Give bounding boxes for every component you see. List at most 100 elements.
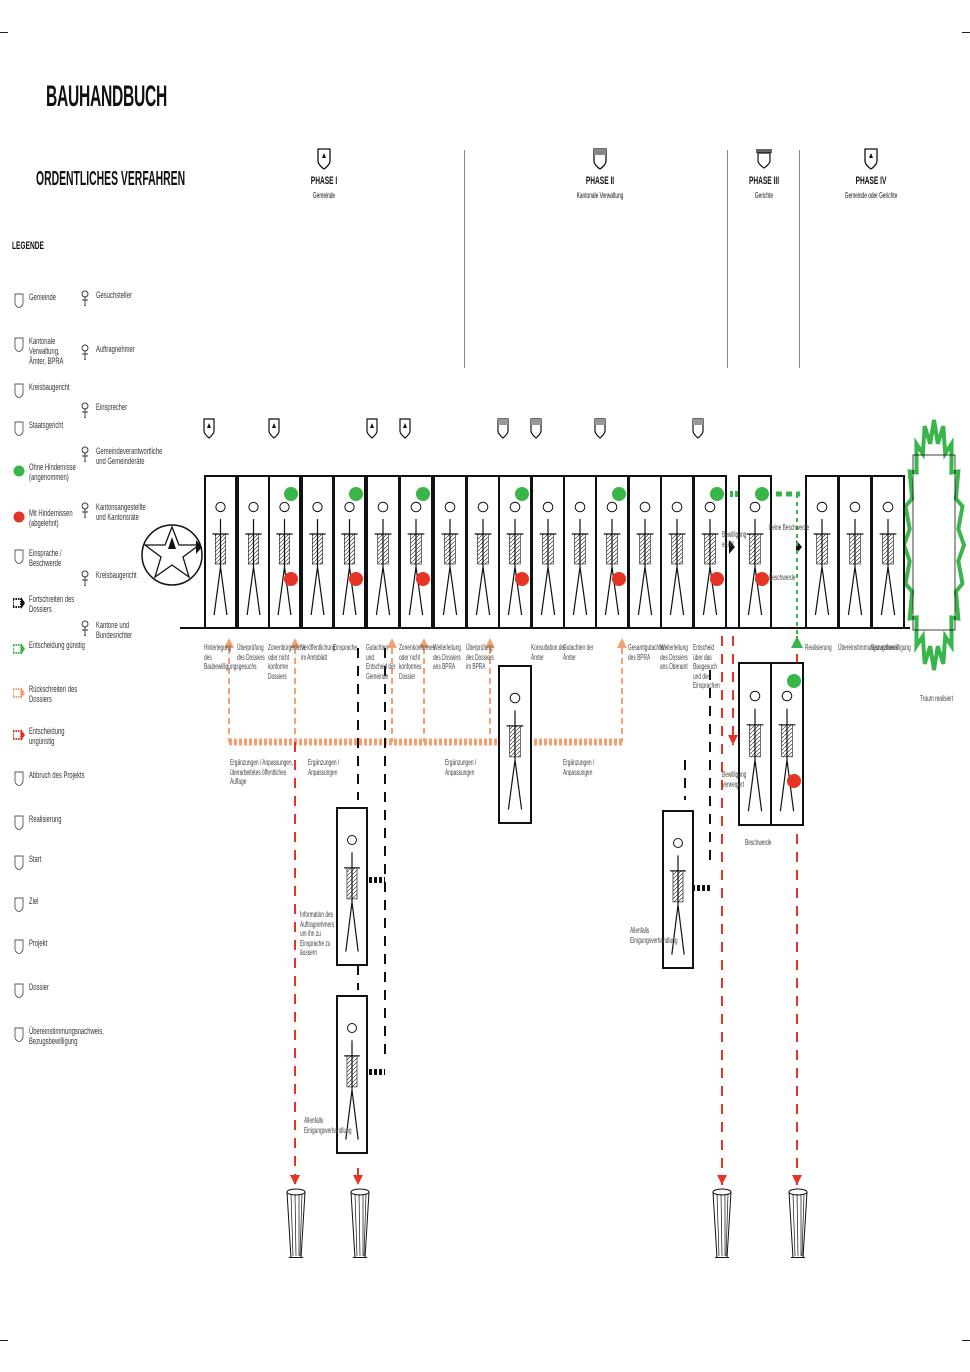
return-arrowhead [485, 638, 495, 648]
contractor-icon [81, 344, 89, 360]
green-smiley-icon [13, 465, 25, 477]
branch-card [336, 995, 368, 1154]
return-arrowhead [290, 638, 300, 648]
label-ergaenzungen-3: Ergänzungen / Anpassungen [445, 758, 477, 777]
step-card [466, 475, 500, 629]
legend-actor-item: Kantone und Bundesrichter [80, 620, 186, 640]
red-smiley-icon [284, 572, 298, 586]
step-label: Konsultation der Ämter [531, 643, 566, 662]
red-smiley-icon [612, 572, 626, 586]
step-illustration [571, 501, 589, 616]
step-label: Zonenbürgerliche oder nicht konforme Dos… [268, 643, 306, 681]
step-label: Gutachten und Entscheid der Gemeinde [366, 643, 396, 681]
commune-shield-icon [268, 418, 280, 439]
step-illustration [245, 501, 262, 616]
branch-illustration [344, 1023, 360, 1140]
phase-4-desc: Gemeinde oder Gerichte [844, 191, 898, 200]
return-arrowhead [387, 638, 397, 648]
legend-item-label: Start [29, 854, 42, 864]
legend-title: LEGENDE [12, 240, 44, 252]
negative-arrowhead [290, 1175, 300, 1185]
green-smiley-icon [515, 487, 529, 501]
green-smiley-icon [284, 487, 298, 501]
label-einigung-2: Allenfalls Einigungsverhandlung [630, 926, 678, 945]
step-illustration [636, 501, 654, 616]
phase-divider [799, 150, 800, 368]
step-card [301, 475, 334, 629]
legend-item: Rückschreiten des Dossiers [13, 684, 119, 704]
dossier-arrow-icon [13, 597, 25, 609]
label-ergaenzungen-4: Ergänzungen / Anpassungen [563, 758, 595, 777]
legend-item: Ohne Hindernisse (angenommen) [13, 462, 119, 482]
judge-icon [81, 570, 89, 586]
label-beschwerde: Beschwerde [769, 573, 796, 582]
legend-actor-item: Gemeindeverantwortliche und Gemeinderäte [80, 446, 186, 466]
legend-item-label: Ziel [29, 896, 39, 906]
step-card [204, 475, 237, 629]
label-bewilligung-erteilt: Bewilligung erteilt [722, 530, 747, 549]
step-illustration [603, 501, 621, 616]
phase-1-name: PHASE I [310, 175, 338, 187]
legend-actor-label: Gesuchsteller [96, 290, 132, 300]
phase-2-header: PHASE II Kantonale Verwaltung [540, 148, 660, 200]
step-illustration [276, 501, 293, 616]
green-smiley-icon [416, 487, 430, 501]
legend-actor-label: Kantone und Bundesrichter [96, 620, 133, 640]
label-keine-beschwerde: Keine Beschwerde [769, 523, 810, 532]
commune-shield-icon [864, 148, 878, 170]
branch-card [770, 662, 804, 826]
canton-shield-icon [692, 418, 704, 439]
step-label: Übereinstimmungsnachweis [838, 643, 899, 652]
phase-divider [464, 150, 465, 368]
label-einigung-1: Allenfalls Einigungsverhandlung [304, 1116, 352, 1135]
legend-item-label: Mit Hindernissen (abgelehnt) [29, 508, 73, 528]
legend-item: Entscheidung günstig [13, 640, 119, 656]
step-label: Überprüfung des Dossiers im BPRA [466, 643, 494, 671]
red-smiley-icon [787, 774, 801, 788]
green-smiley-icon [755, 487, 769, 501]
step-card [738, 475, 772, 629]
phase-4-header: PHASE IV Gemeinde oder Gerichte [811, 148, 931, 200]
red-smiley-icon [416, 572, 430, 586]
step-card [433, 475, 467, 629]
phase-3-name: PHASE III [748, 175, 780, 187]
step-label: Gesamtgutachten des BPRA [628, 643, 666, 662]
commune-shield-icon [317, 148, 331, 170]
step-card [805, 475, 839, 629]
dossier-return-arrows [224, 638, 627, 742]
legend-item-label: Dossier [29, 982, 49, 992]
step-card [237, 475, 270, 629]
step-illustration [746, 501, 764, 616]
branch-illustration [778, 690, 796, 812]
step-illustration [407, 501, 425, 616]
phase-4-name: PHASE IV [855, 175, 887, 187]
legend-item-label: Einsprache / Beschwerde [29, 548, 62, 568]
step-label: Weiterleitung des Dossiers ans BPRA [433, 643, 461, 671]
step-card [628, 475, 662, 629]
phase-divider [727, 150, 728, 368]
canton-shield-icon [497, 418, 509, 439]
canton-shield-icon [594, 418, 606, 439]
label-ergaenzungen-1: Ergänzungen / Anpassungen, überarbeitete… [230, 758, 293, 786]
phase-1-header: PHASE I Gemeinde [264, 148, 384, 200]
legend-item-label: Rückschreiten des Dossiers [29, 684, 78, 704]
step-illustration [309, 501, 326, 616]
step-card [871, 475, 905, 629]
step-label: Hinterlegung des Baubewilligungsgesuchs [204, 643, 257, 671]
step-card [268, 475, 301, 629]
legend-item-label: Ohne Hindernisse (angenommen) [29, 462, 76, 482]
step-illustration [212, 501, 229, 616]
branch-card [662, 810, 694, 969]
legend-actor-label: Gemeindeverantwortliche und Gemeinderäte [96, 446, 163, 466]
label-ergaenzungen-2: Ergänzungen / Anpassungen [308, 758, 340, 777]
step-illustration [539, 501, 557, 616]
page-title: BAUHANDBUCH [46, 80, 168, 113]
project-abandoned-icon [286, 1188, 306, 1258]
green-smiley-icon [710, 487, 724, 501]
state-judge-icon [81, 620, 89, 636]
negative-arrowhead [717, 1175, 727, 1185]
label-traum: Traum realisiert [920, 694, 954, 703]
step-label: Zonenkonformes oder nicht konformes Doss… [399, 643, 436, 681]
legend-item: Entscheidung ungünstig [13, 726, 119, 746]
